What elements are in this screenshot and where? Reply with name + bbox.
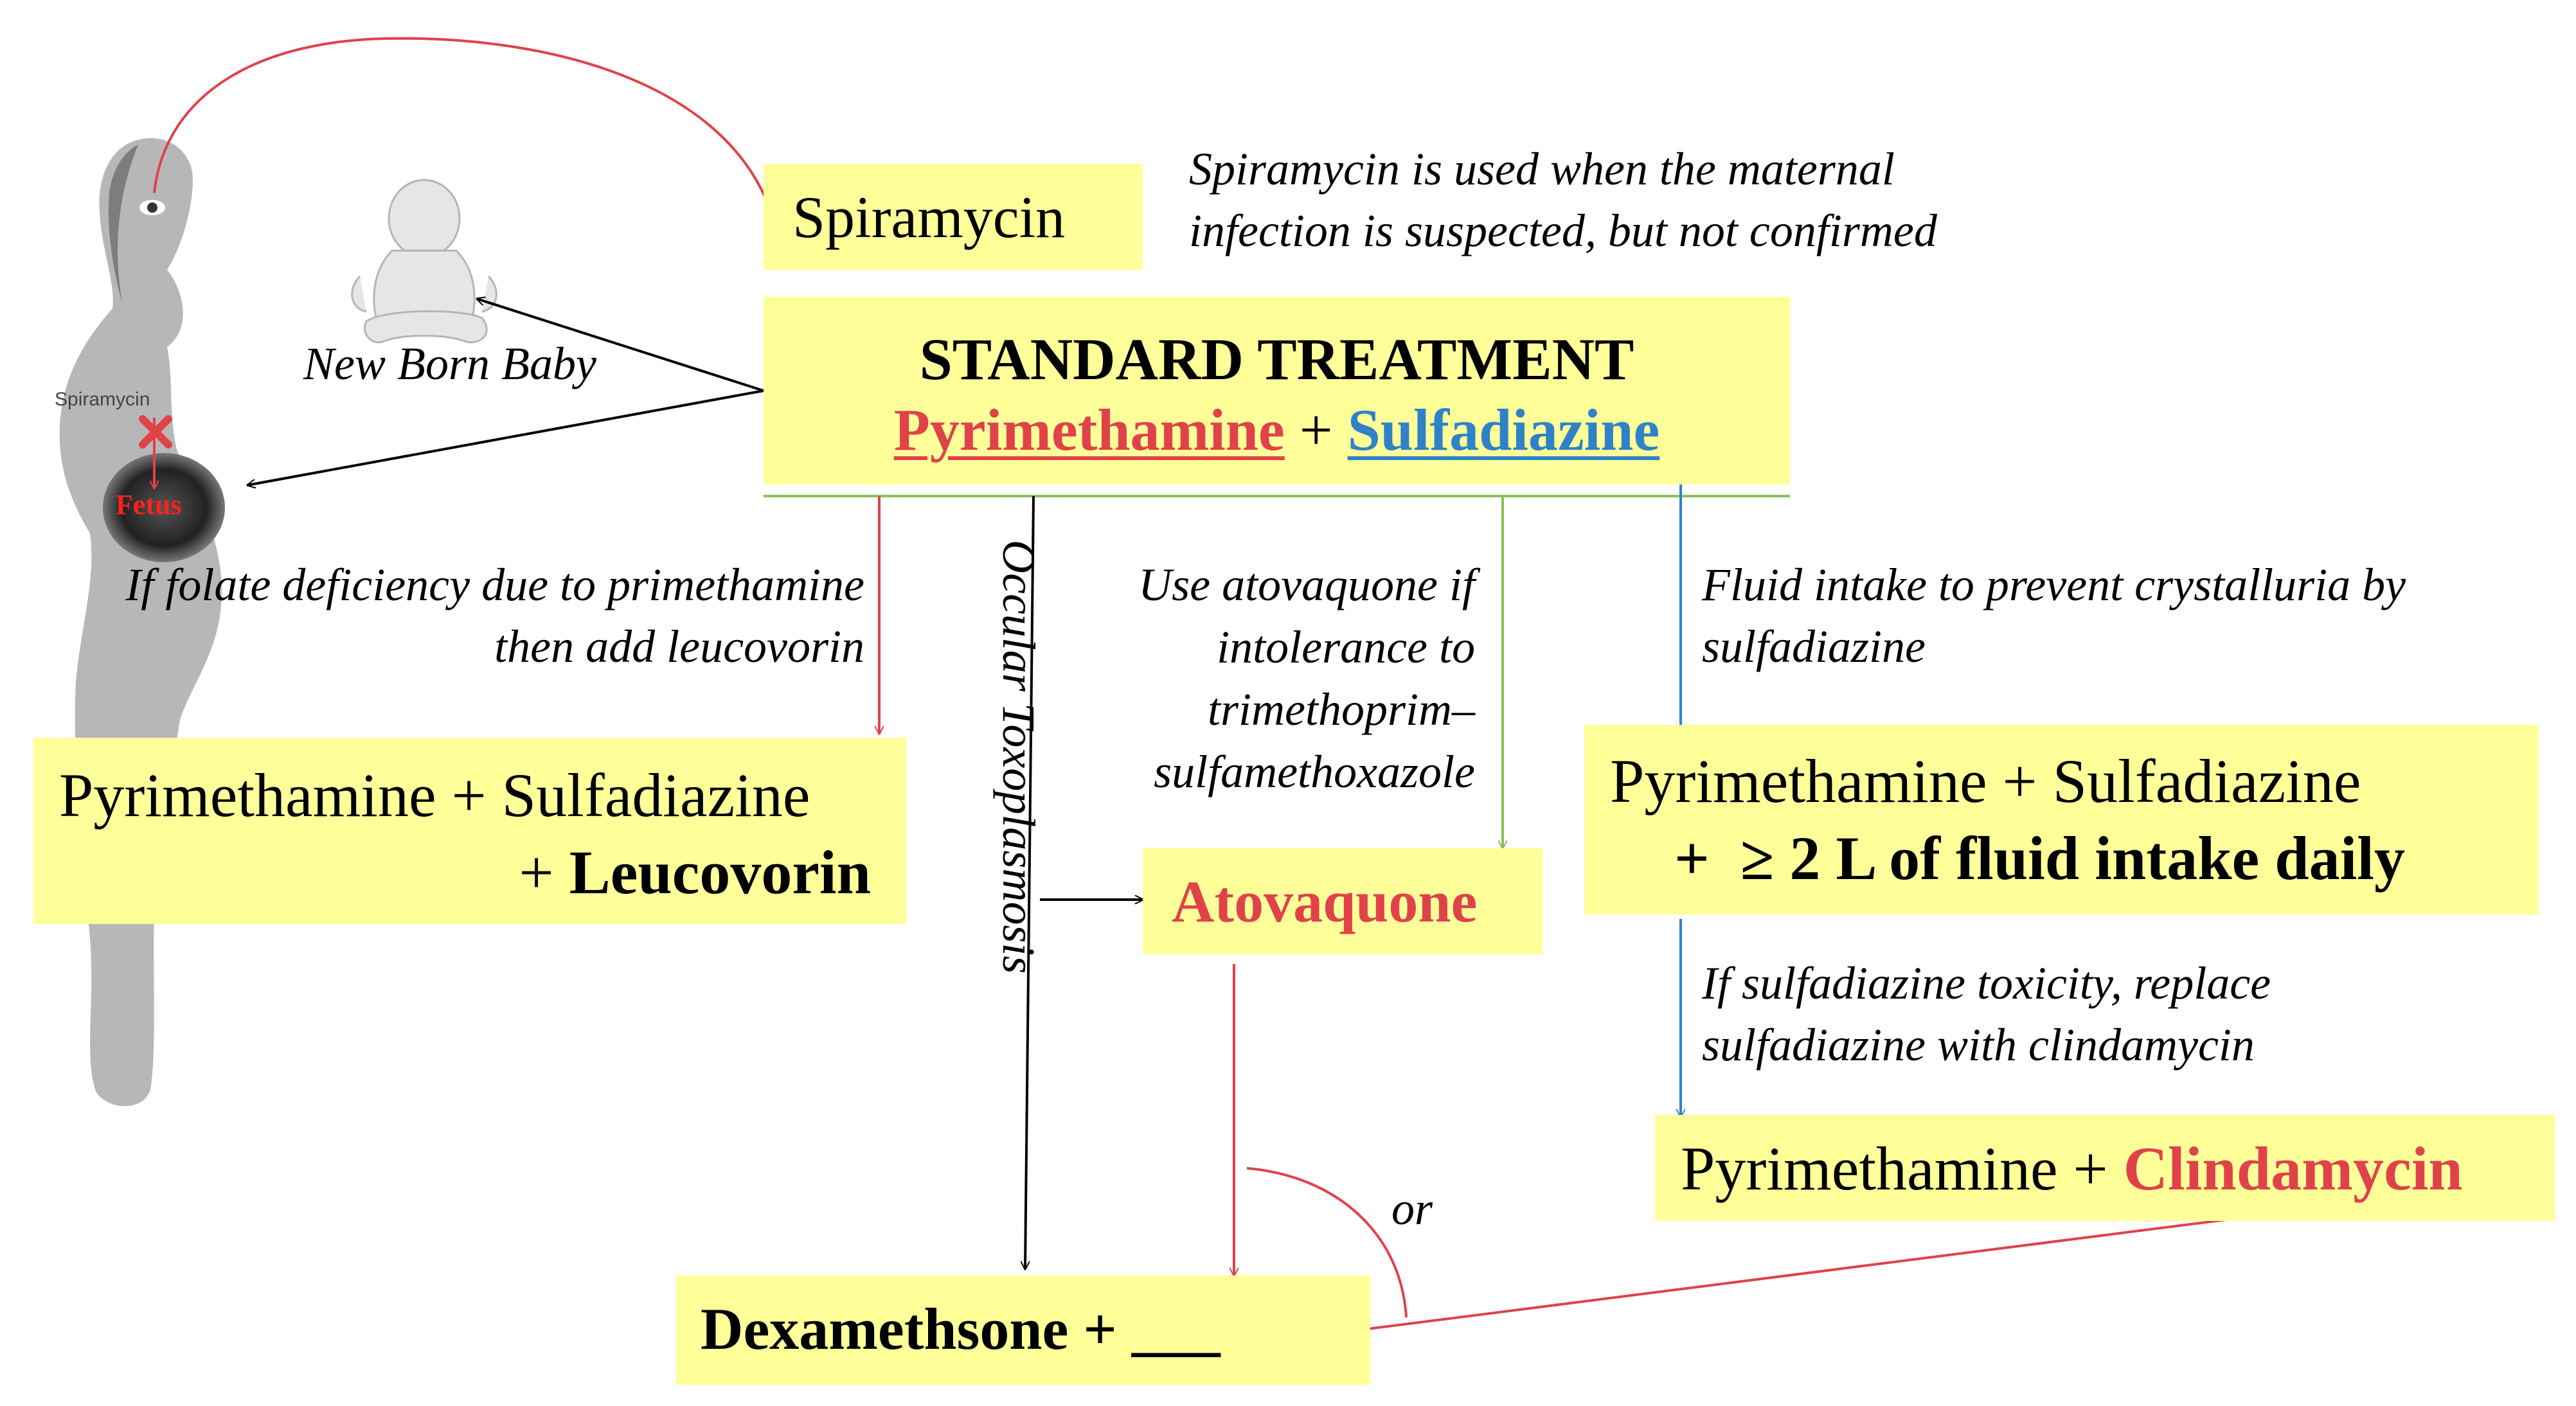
fluid-intake-box: Pyrimethamine + Sulfadiazine + ≥ 2 L of …: [1584, 725, 2539, 914]
standard-treatment-title: STANDARD TREATMENT: [919, 326, 1634, 392]
fluid-intake-note: Fluid intake to prevent crystalluria by …: [1702, 554, 2406, 677]
spiramycin-box: Spiramycin: [764, 164, 1143, 270]
toxicity-note-line1: If sulfadiazine toxicity, replace: [1702, 957, 2271, 1009]
fetus-icon: [103, 453, 225, 562]
dexamethasone-box: Dexamethsone + ___: [676, 1276, 1370, 1385]
standard-treatment-box: STANDARD TREATMENT Pyrimethamine + Sulfa…: [764, 297, 1790, 485]
spiramycin-note: Spiramycin is used when the maternal inf…: [1189, 138, 1937, 262]
atovaquone-note-line1: Use atovaquone if: [1138, 559, 1475, 610]
atovaquone-note-line3: trimethoprim–: [1207, 684, 1475, 735]
standard-treatment-drugs: Pyrimethamine + Sulfadiazine: [764, 395, 1790, 465]
or-arc-connector: [1246, 1167, 1408, 1318]
sulfadiazine-label: Sulfadiazine: [1347, 397, 1660, 463]
clindamycin-label: Clindamycin: [2123, 1134, 2463, 1203]
plus-sign: +: [1299, 397, 1333, 463]
folate-note-line1: If folate deficiency due to primethamine: [125, 559, 864, 610]
toxicity-note: If sulfadiazine toxicity, replace sulfad…: [1702, 952, 2271, 1076]
newborn-baby-figure: [351, 179, 497, 344]
arrow-ocular-to-dexamethasone: [1025, 495, 1035, 1269]
clindamycin-box-text: Pyrimethamine + Clindamycin: [1681, 1133, 2463, 1204]
clindamycin-pyrimethamine: Pyrimethamine +: [1681, 1134, 2108, 1203]
atovaquone-note-line2: intolerance to: [1217, 621, 1475, 673]
toxicity-note-line2: sulfadiazine with clindamycin: [1702, 1019, 2255, 1071]
leucovorin-box: Pyrimethamine + Sulfadiazine + Leucovori…: [33, 738, 906, 924]
leucovorin-box-line1: Pyrimethamine + Sulfadiazine: [59, 761, 810, 830]
folate-note-line2: then add leucovorin: [494, 621, 864, 672]
atovaquone-note: Use atovaquone if intolerance to trimeth…: [1067, 554, 1475, 803]
leucovorin-box-line2: + Leucovorin: [519, 834, 871, 911]
clindamycin-box: Pyrimethamine + Clindamycin: [1655, 1115, 2555, 1221]
pyrimethamine-label: Pyrimethamine: [893, 397, 1285, 463]
folate-note: If folate deficiency due to primethamine…: [35, 554, 864, 677]
spiramycin-note-line2: infection is suspected, but not confirme…: [1189, 205, 1937, 256]
arrow-to-fetus: [247, 389, 764, 485]
spiramycin-arc-connector: [153, 37, 769, 205]
woman-spiramycin-label: Spiramycin: [55, 389, 150, 410]
atovaquone-box: Atovaquone: [1143, 848, 1543, 954]
fetus-label: Fetus: [116, 489, 182, 521]
leucovorin-plus: +: [519, 838, 554, 907]
newborn-label: New Born Baby: [303, 338, 596, 389]
dexamethasone-label: Dexamethsone + ___: [701, 1296, 1221, 1362]
atovaquone-label: Atovaquone: [1172, 869, 1478, 934]
spiramycin-note-line1: Spiramycin is used when the maternal: [1189, 143, 1895, 195]
fluid-intake-note-line2: sulfadiazine: [1702, 621, 1926, 672]
ocular-toxoplasmosis-label: Occular Toxoplasmosis: [993, 540, 1044, 974]
atovaquone-note-line4: sulfamethoxazole: [1154, 746, 1475, 797]
fluid-intake-box-line1: Pyrimethamine + Sulfadiazine: [1610, 747, 2361, 815]
fluid-intake-box-line2: + ≥ 2 L of fluid intake daily: [1674, 824, 2405, 893]
arrow-to-newborn: [477, 299, 764, 392]
fluid-intake-note-line1: Fluid intake to prevent crystalluria by: [1702, 559, 2406, 610]
blocked-cross-icon: [139, 415, 172, 449]
or-label: or: [1391, 1183, 1433, 1234]
arrow-clindamycin-to-dexamethasone: [1282, 1208, 2308, 1340]
leucovorin-label: Leucovorin: [569, 838, 871, 907]
spiramycin-label: Spiramycin: [792, 184, 1066, 250]
